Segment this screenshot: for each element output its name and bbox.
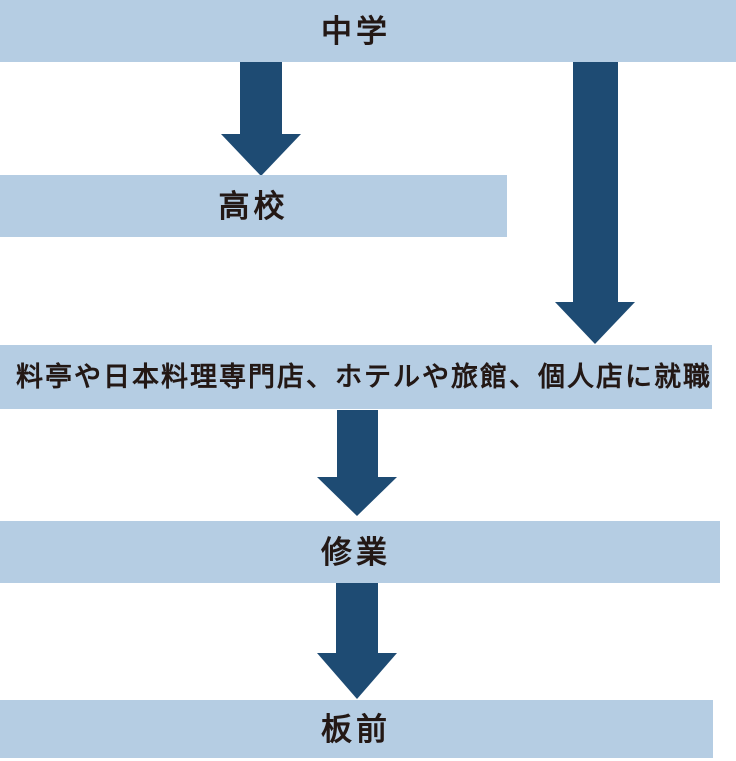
down-arrow-long-icon [555, 62, 635, 344]
arrow-head [555, 302, 635, 344]
arrow-shaft [337, 410, 378, 479]
down-arrow-icon [317, 583, 397, 699]
arrow-shaft [336, 583, 378, 655]
node-training: 修業 [0, 521, 720, 583]
node-high-school: 高校 [0, 175, 507, 237]
node-high-school-label: 高校 [218, 188, 289, 224]
node-employment: 料亭や日本料理専門店、ホテルや旅館、個人店に就職 [0, 345, 712, 409]
node-training-label: 修業 [321, 534, 391, 570]
arrow-shaft [240, 62, 282, 136]
node-middle-school: 中学 [0, 0, 736, 62]
arrow-head [317, 477, 397, 516]
arrow-shaft [573, 62, 618, 304]
node-employment-label: 料亭や日本料理専門店、ホテルや旅館、個人店に就職 [16, 361, 712, 392]
down-arrow-icon [221, 62, 301, 176]
arrow-head [221, 134, 301, 176]
down-arrow-icon [317, 410, 397, 516]
node-middle-school-label: 中学 [321, 13, 391, 49]
node-itamae-label: 板前 [321, 711, 391, 747]
node-itamae: 板前 [0, 700, 713, 758]
arrow-head [317, 653, 397, 699]
